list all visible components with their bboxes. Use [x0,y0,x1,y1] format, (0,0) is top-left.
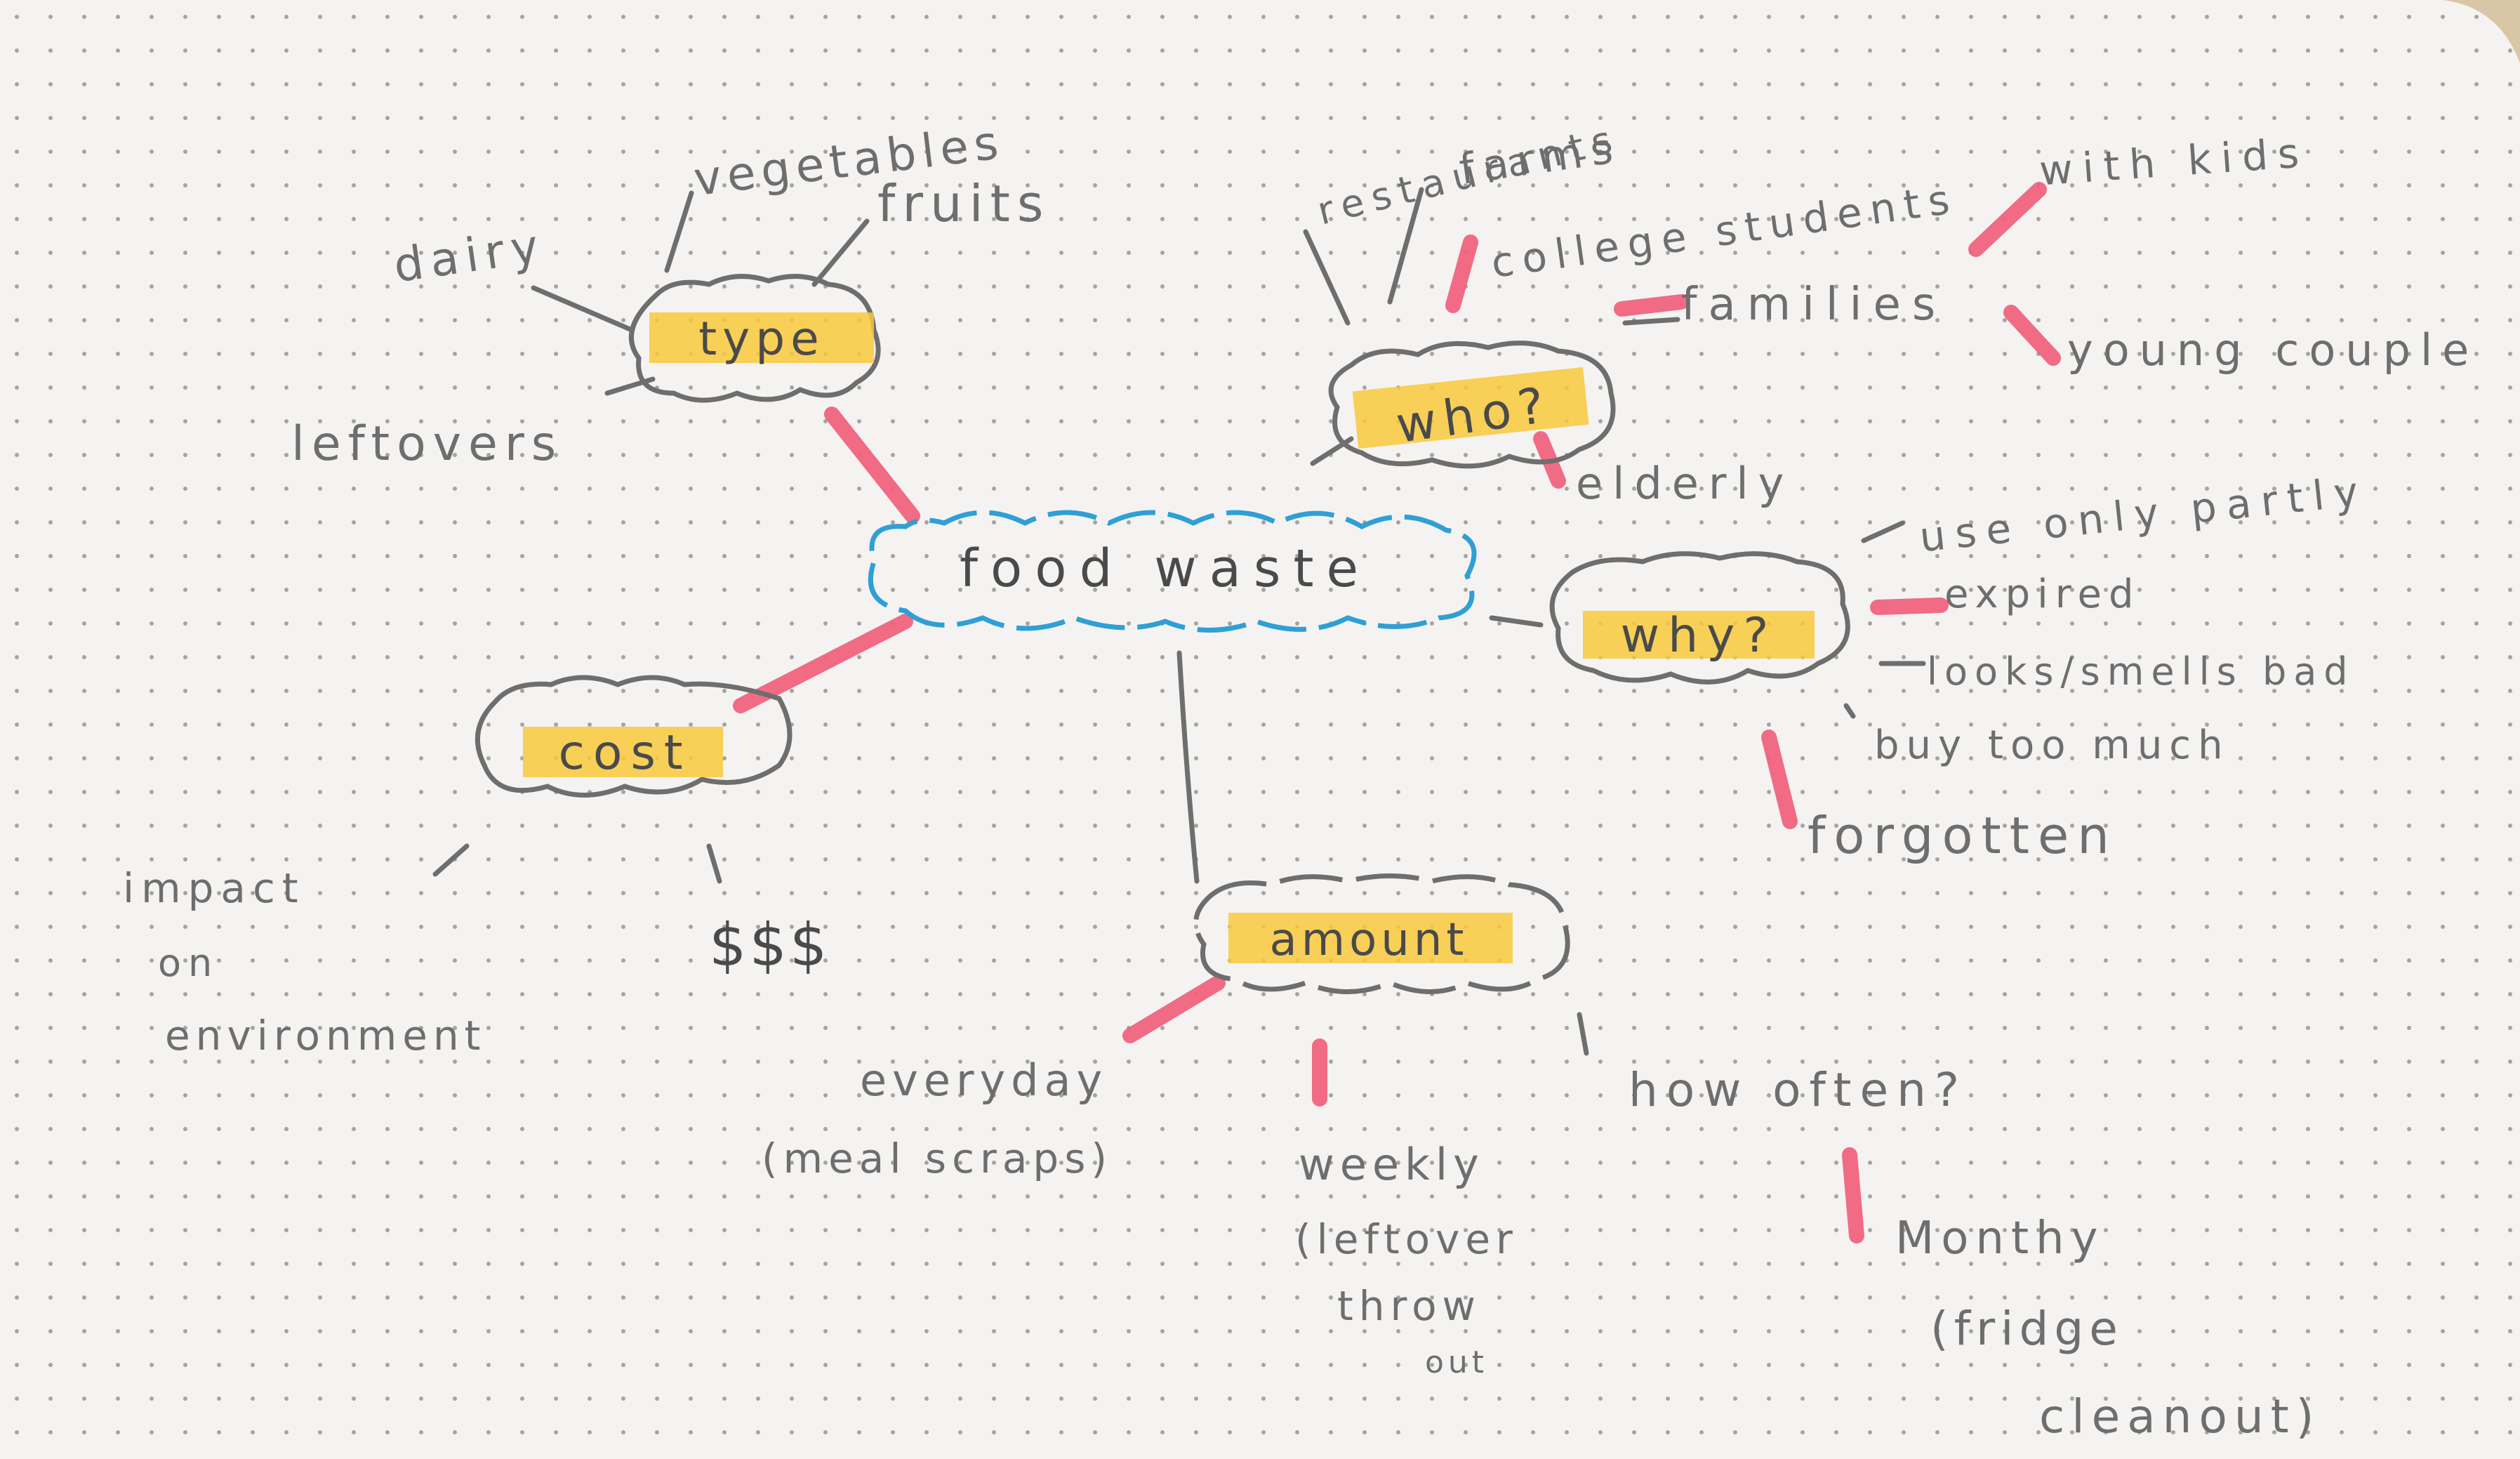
label-money: $$$ [709,911,830,979]
node-type: type [628,274,881,403]
label-impact-line1: impact [123,864,305,912]
pink-amount-everyday [1122,975,1226,1043]
node-amount-label: amount [1270,914,1468,966]
center-cloud-outline [868,510,1477,633]
label-everyday-line2: (meal scraps) [762,1135,1113,1182]
node-cost-highlight [523,727,723,777]
connector-amount-how-often [1577,1012,1589,1056]
node-who: who? [1328,341,1616,469]
connector-why-use-only [1861,520,1905,543]
connector-who-restaurants [1303,229,1351,326]
label-leftovers: leftovers [291,416,563,472]
center-label: food waste [960,539,1371,599]
connector-cost-money [706,843,722,884]
pink-type-center [824,407,920,524]
label-everyday-line1: everyday [860,1055,1108,1106]
node-amount-cloud [1193,873,1570,994]
label-weekly-line3: throw [1337,1282,1481,1330]
label-impact-line2: on [158,941,219,985]
node-why-label: why? [1620,608,1777,664]
label-weekly-line4: out [1425,1345,1488,1380]
label-monthly-line3: cleanout) [2039,1389,2321,1444]
pink-connectors [733,182,2061,1243]
node-why: why? [1549,551,1850,685]
label-elderly: elderly [1576,458,1793,509]
label-looks-smells-bad: looks/smells bad [1927,649,2355,694]
connector-center-amount [1176,650,1200,884]
connector-cost-impact [432,843,470,877]
pink-families-young [2003,305,2061,366]
node-why-highlight [1583,611,1815,659]
node-who-cloud [1328,341,1616,469]
pink-who-college [1445,235,1478,313]
label-impact-line3: environment [165,1012,486,1059]
connector-why-families [1622,317,1680,326]
node-cost-label: cost [558,725,691,781]
connector-type-fruits [811,218,870,287]
label-weekly-line1: weekly [1299,1139,1485,1190]
node-type-highlight [649,312,874,363]
node-type-cloud [628,274,881,403]
pink-how-often-monthly [1842,1147,1864,1243]
label-buy-too-much: buy too much [1874,722,2230,768]
label-monthly-line2: (fridge [1930,1302,2123,1356]
connector-type-dairy [531,285,635,333]
pink-cost-center [733,614,913,713]
node-cost: cost [475,675,793,798]
connector-center-why [1489,615,1544,628]
label-weekly-line2: (leftover [1295,1215,1518,1263]
node-amount-highlight [1228,913,1513,963]
pink-who-families [1614,294,1689,317]
label-how-often: how often? [1629,1063,1968,1117]
connector-who-farms [1387,187,1424,305]
label-expired: expired [1944,572,2141,617]
label-monthly-line1: Monthy [1895,1213,2104,1265]
node-type-label: type [698,312,824,366]
pink-why-forgotten [1761,730,1798,829]
label-families: families [1681,279,1947,331]
node-who-highlight [1352,367,1589,449]
node-why-cloud [1549,551,1850,685]
label-fruits: fruits [877,174,1050,233]
center-cloud: food waste [868,510,1477,633]
node-cost-cloud [475,675,793,798]
pink-families-kids [1968,182,2047,257]
node-amount: amount [1193,873,1570,994]
connector-why-buy [1843,703,1856,719]
label-forgotten: forgotten [1808,806,2118,865]
pink-why-expired [1870,598,1949,615]
label-young-couple: young couple [2067,324,2479,376]
connector-type-vegetables [664,190,694,273]
